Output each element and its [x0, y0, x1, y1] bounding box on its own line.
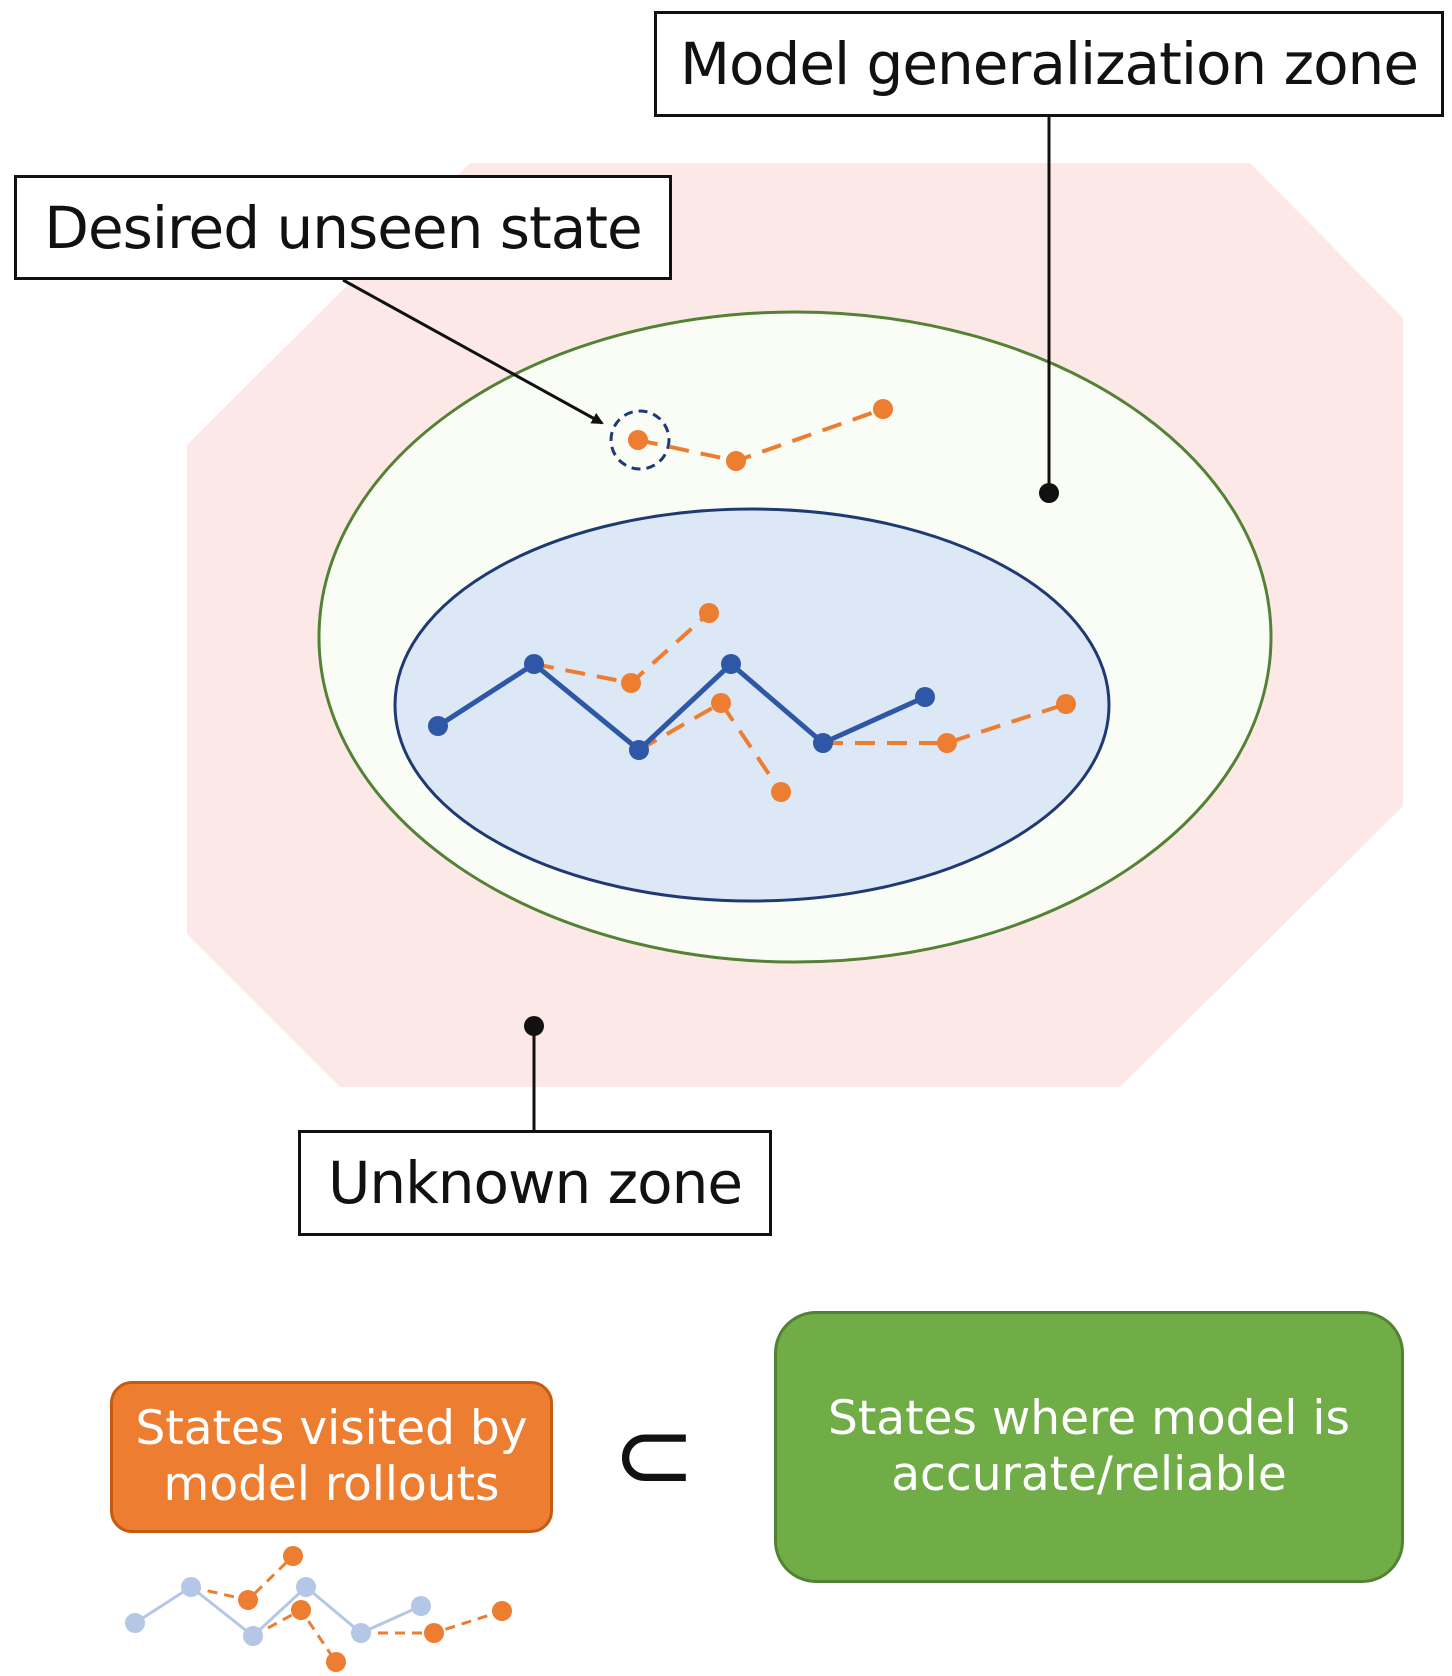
legend-faded-trajectory — [134, 1585, 422, 1638]
legend-faded-point — [243, 1626, 263, 1646]
legend-rollout-point — [283, 1546, 303, 1566]
legend-faded-point — [411, 1596, 431, 1616]
rollout-point — [621, 673, 641, 693]
subset-symbol: ⊂ — [612, 1396, 696, 1513]
unknown-zone-label: Unknown zone — [298, 1130, 772, 1236]
desired-state-dashed-circle-icon — [609, 409, 671, 471]
real-trajectory — [436, 660, 927, 754]
legend-rollout-point — [326, 1652, 346, 1672]
reliable-states-box: States where model is accurate/reliable — [774, 1311, 1404, 1583]
generalization-leader-dot-icon — [1039, 483, 1059, 503]
real-state-point — [813, 733, 833, 753]
desired-unseen-state-label: Desired unseen state — [14, 175, 672, 280]
real-state-point — [524, 654, 544, 674]
reliable-states-line-2: accurate/reliable — [891, 1447, 1287, 1502]
legend-faded-point — [181, 1577, 201, 1597]
rollout-point — [873, 399, 893, 419]
legend-rollout-point — [424, 1623, 444, 1643]
reliable-states-line-1: States where model is — [828, 1390, 1350, 1446]
real-state-point — [915, 687, 935, 707]
model-rollout-2 — [638, 700, 783, 794]
data-region-ellipse — [393, 507, 1111, 903]
legend-rollout-point — [492, 1601, 512, 1621]
rollout-states-line-1: States visited by — [135, 1400, 528, 1456]
rollout-point — [699, 603, 719, 623]
real-state-point — [629, 740, 649, 760]
rollout-point — [1056, 694, 1076, 714]
rollout-point — [628, 430, 648, 450]
legend-rollout-point — [238, 1590, 258, 1610]
model-rollout-3 — [823, 702, 1067, 745]
rollout-states-line-2: model rollouts — [163, 1457, 500, 1512]
rollout-states-box: States visited by model rollouts — [110, 1381, 553, 1533]
real-state-point — [428, 716, 448, 736]
unknown-leader-dot-icon — [524, 1016, 544, 1036]
rollout-point — [771, 782, 791, 802]
legend-rollout-point — [291, 1600, 311, 1620]
rollout-point — [726, 451, 746, 471]
legend-faded-point — [125, 1613, 145, 1633]
rollout-point — [711, 693, 731, 713]
desired-state-arrow-icon — [342, 278, 604, 425]
generalization-zone-label: Model generalization zone — [654, 11, 1444, 117]
legend-faded-point — [351, 1623, 371, 1643]
legend-faded-point — [296, 1577, 316, 1597]
legend-rollout-2 — [252, 1608, 338, 1663]
real-state-point — [721, 654, 741, 674]
rollout-point — [937, 733, 957, 753]
